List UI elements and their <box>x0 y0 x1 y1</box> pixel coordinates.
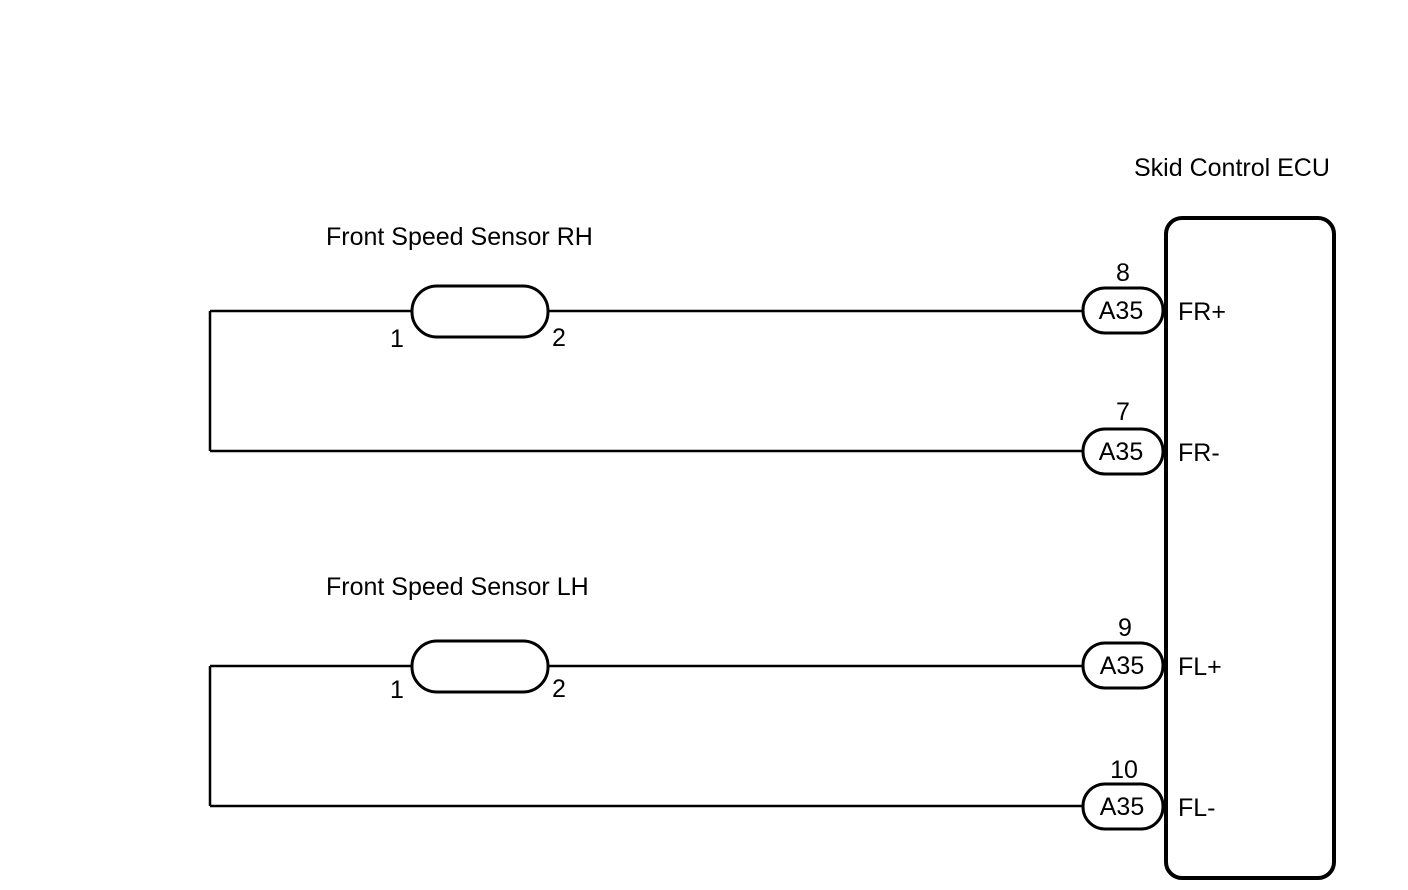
connector-badge <box>1081 641 1165 690</box>
sensor-lh-pin-2: 2 <box>552 675 566 703</box>
sensor-lh-body <box>410 639 550 694</box>
terminal-fl-minus: 10 A35 FL- <box>1081 756 1216 831</box>
terminal-name: FL- <box>1178 794 1216 822</box>
connector-code: A35 <box>1100 652 1144 680</box>
connector-badge <box>1081 427 1165 476</box>
sensor-lh-title: Front Speed Sensor LH <box>326 573 589 601</box>
connector-code: A35 <box>1100 793 1144 821</box>
connector-code: A35 <box>1099 297 1143 325</box>
ecu-title: Skid Control ECU <box>1134 154 1330 182</box>
front-speed-sensor-lh-group: Front Speed Sensor LH 1 2 <box>208 573 1084 808</box>
terminal-pin-number: 7 <box>1116 398 1130 426</box>
sensor-rh-body <box>410 284 550 339</box>
sensor-rh-title: Front Speed Sensor RH <box>326 223 593 251</box>
terminal-fr-minus: 7 A35 FR- <box>1081 398 1220 476</box>
terminal-name: FR+ <box>1178 298 1226 326</box>
terminal-pin-number: 9 <box>1118 614 1132 642</box>
terminal-fl-plus: 9 A35 FL+ <box>1081 614 1222 690</box>
connector-badge <box>1081 286 1165 335</box>
front-speed-sensor-rh-group: Front Speed Sensor RH 1 2 <box>208 223 1084 453</box>
sensor-lh-pin-1: 1 <box>390 676 404 704</box>
sensor-rh-pin-2: 2 <box>552 324 566 352</box>
terminal-pin-number: 10 <box>1110 756 1138 784</box>
connector-badge <box>1081 782 1165 831</box>
terminal-pin-number: 8 <box>1116 259 1130 287</box>
terminal-name: FR- <box>1178 439 1220 467</box>
terminal-fr-plus: 8 A35 FR+ <box>1081 259 1226 335</box>
ecu-box <box>1164 216 1336 880</box>
terminal-name: FL+ <box>1178 653 1222 681</box>
sensor-rh-pin-1: 1 <box>390 325 404 353</box>
connector-code: A35 <box>1099 438 1143 466</box>
